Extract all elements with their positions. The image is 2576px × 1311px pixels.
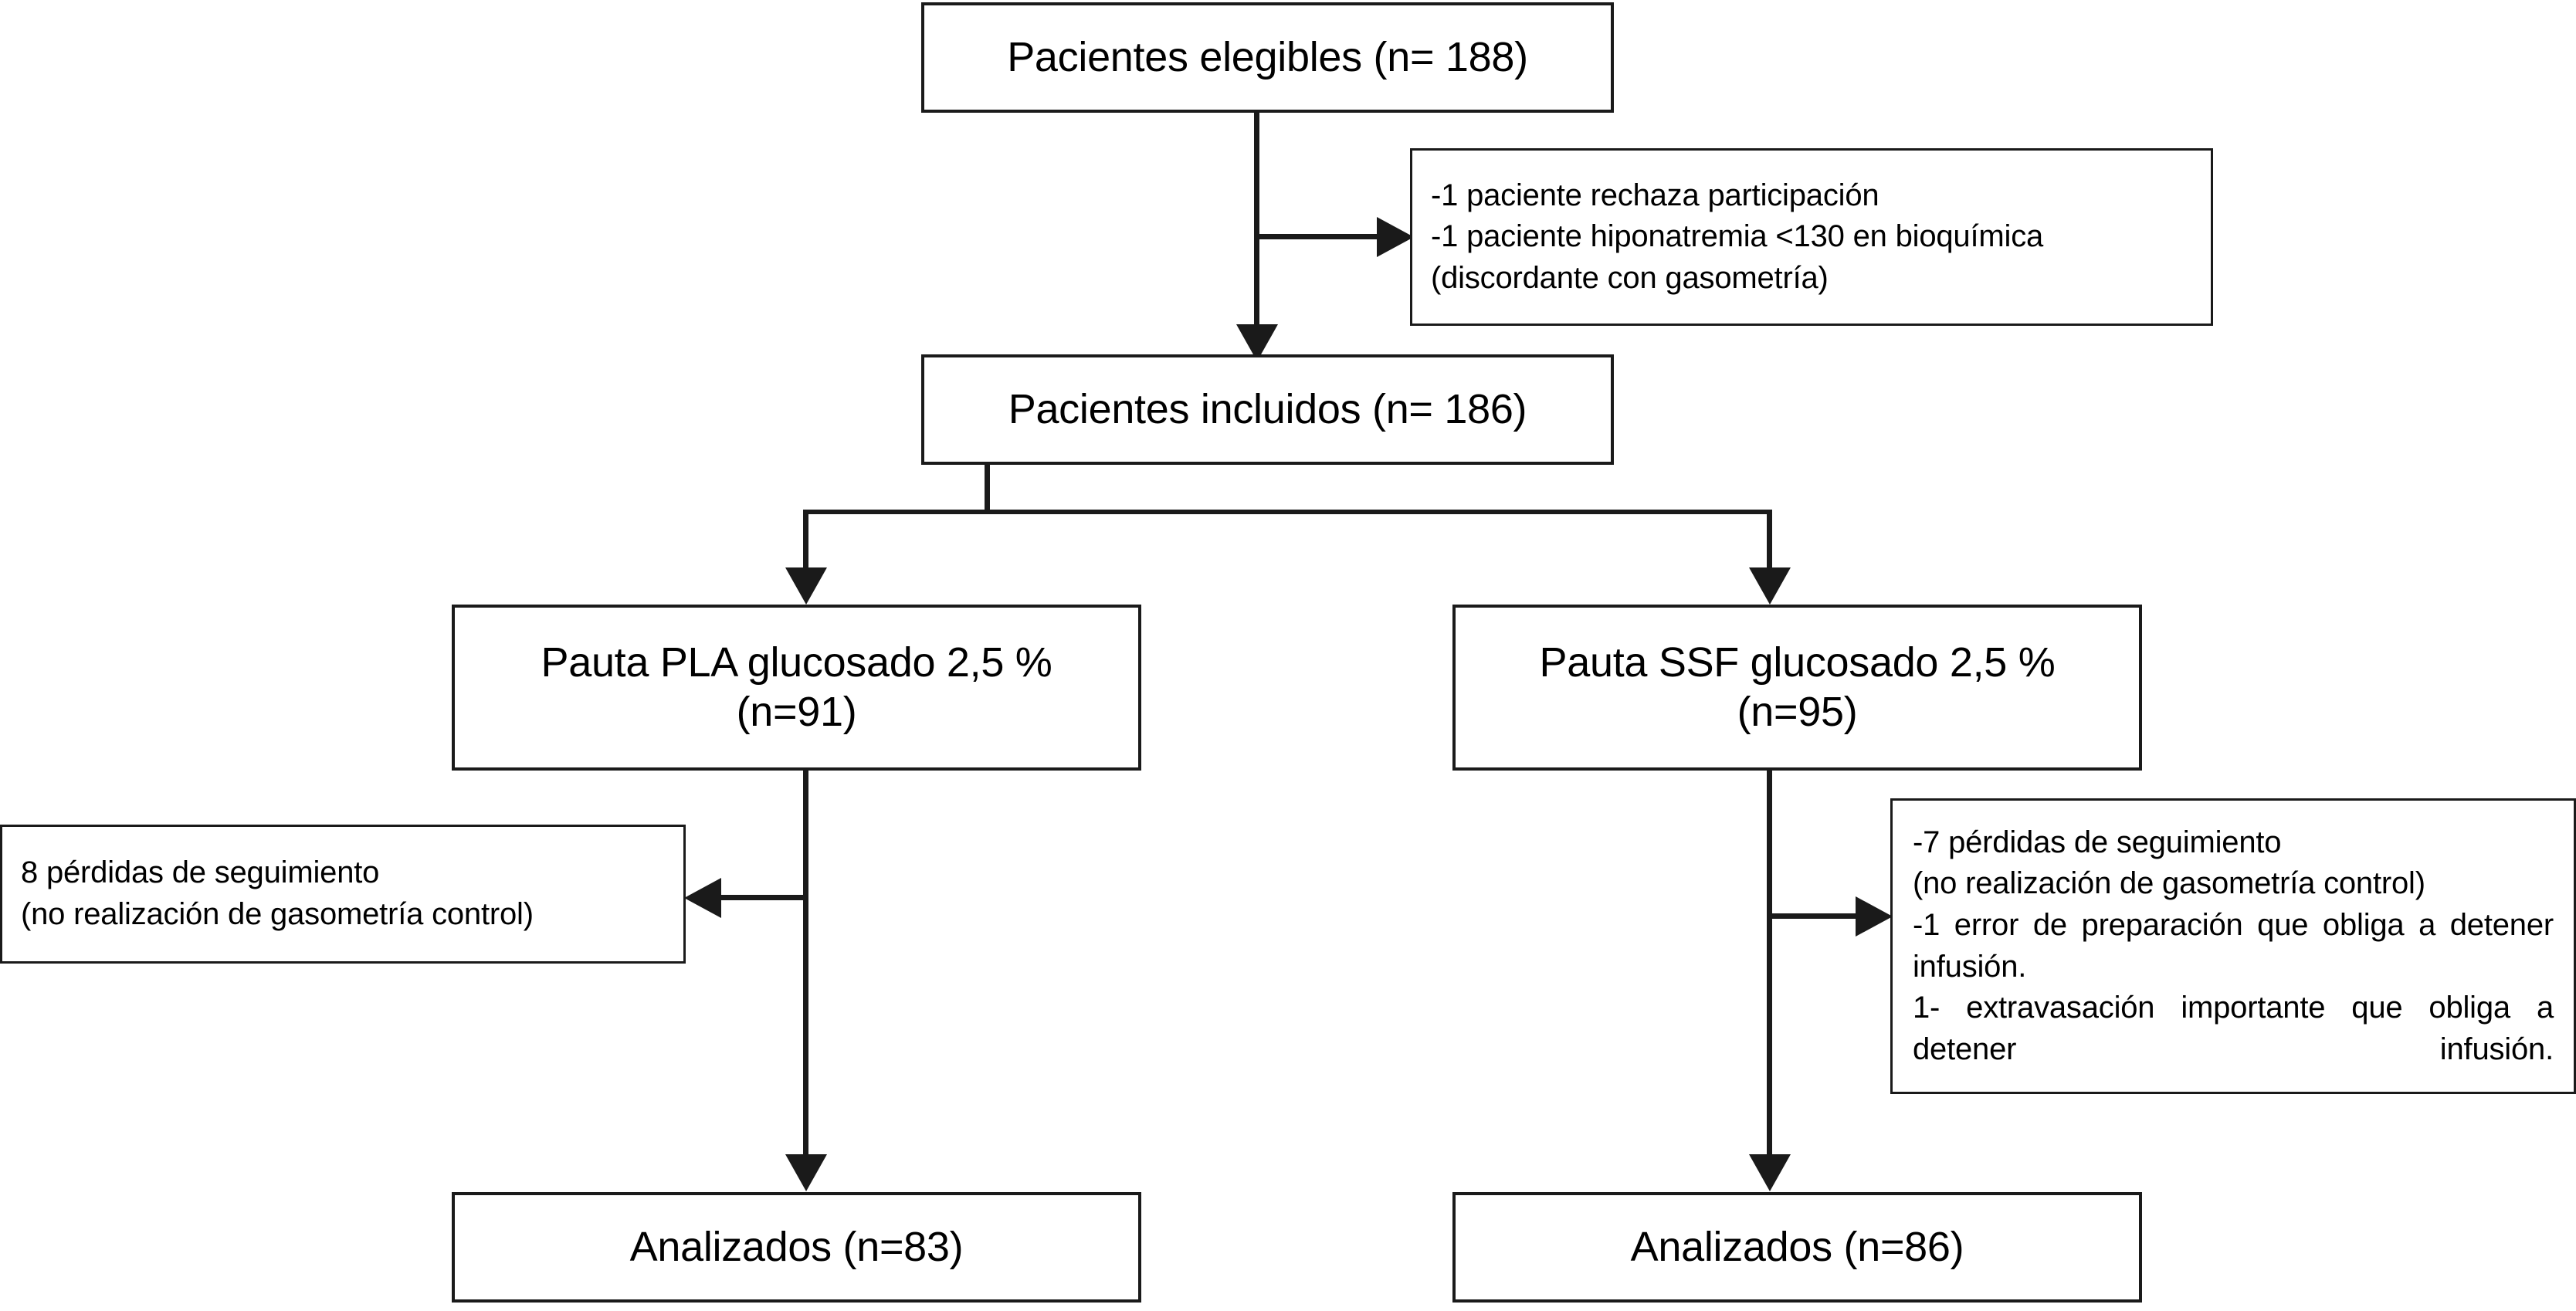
connector-eligible-stem (1254, 113, 1259, 352)
node-analizados-pla: Analizados (n=83) (452, 1192, 1141, 1303)
note-exclusions-line-1: -1 paciente rechaza participación (1431, 178, 1879, 212)
note-losses-pla-line-2: (no realización de gasometría control) (21, 897, 534, 931)
note-exclusions: -1 paciente rechaza participación -1 pac… (1410, 148, 2213, 326)
arrow-split-to-arm-left (785, 567, 827, 605)
node-pacientes-incluidos-label: Pacientes incluidos (n= 186) (1008, 385, 1527, 432)
connector-split-right-drop (1767, 510, 1772, 579)
arrow-arm-ssf-to-losses (1856, 896, 1893, 937)
connector-losses-left-branch (718, 895, 807, 900)
node-pacientes-elegibles-label: Pacientes elegibles (n= 188) (1007, 33, 1528, 80)
note-losses-ssf-line-4: 1- extravasación importante que obliga a… (1913, 991, 2554, 1066)
connector-arm-ssf-stem (1767, 771, 1772, 1164)
node-arm-pla-line-2: (n=91) (736, 688, 857, 735)
arrow-split-to-arm-right (1749, 567, 1791, 605)
arrow-eligible-to-exclusions (1377, 217, 1414, 257)
connector-split-bar (803, 510, 1772, 514)
note-losses-ssf-line-2: (no realización de gasometría control) (1913, 866, 2425, 901)
node-analizados-ssf: Analizados (n=86) (1452, 1192, 2142, 1303)
note-losses-ssf-line-1: -7 pérdidas de seguimiento (1913, 825, 2282, 859)
connector-split-left-drop (803, 510, 808, 579)
node-arm-pla-line-1: Pauta PLA glucosado 2,5 % (541, 639, 1052, 686)
note-losses-ssf-line-3: -1 error de preparación que obliga a det… (1913, 907, 2554, 984)
arrow-arm-ssf-to-analyzed (1749, 1154, 1791, 1191)
arrow-arm-pla-to-analyzed (785, 1154, 827, 1191)
node-analizados-pla-label: Analizados (n=83) (629, 1223, 964, 1270)
note-exclusions-line-2: -1 paciente hiponatremia <130 en bioquím… (1431, 219, 2044, 254)
note-exclusions-line-3: (discordante con gasometría) (1431, 260, 1829, 295)
node-pacientes-incluidos: Pacientes incluidos (n= 186) (921, 354, 1614, 465)
connector-arm-pla-stem (803, 771, 808, 1164)
node-arm-ssf: Pauta SSF glucosado 2,5 % (n=95) (1452, 605, 2142, 771)
node-arm-ssf-line-1: Pauta SSF glucosado 2,5 % (1539, 639, 2056, 686)
note-losses-pla-line-1: 8 pérdidas de seguimiento (21, 855, 380, 890)
node-arm-ssf-line-2: (n=95) (1737, 688, 1858, 735)
note-losses-ssf: -7 pérdidas de seguimiento (no realizaci… (1890, 798, 2576, 1094)
node-pacientes-elegibles: Pacientes elegibles (n= 188) (921, 2, 1614, 113)
connector-split-stem (985, 465, 990, 513)
connector-losses-right-branch (1767, 913, 1863, 919)
connector-exclusions-branch (1254, 234, 1397, 239)
note-losses-pla: 8 pérdidas de seguimiento (no realizació… (0, 825, 686, 964)
arrow-arm-pla-to-losses (684, 878, 721, 918)
node-arm-pla: Pauta PLA glucosado 2,5 % (n=91) (452, 605, 1141, 771)
node-analizados-ssf-label: Analizados (n=86) (1630, 1223, 1964, 1270)
